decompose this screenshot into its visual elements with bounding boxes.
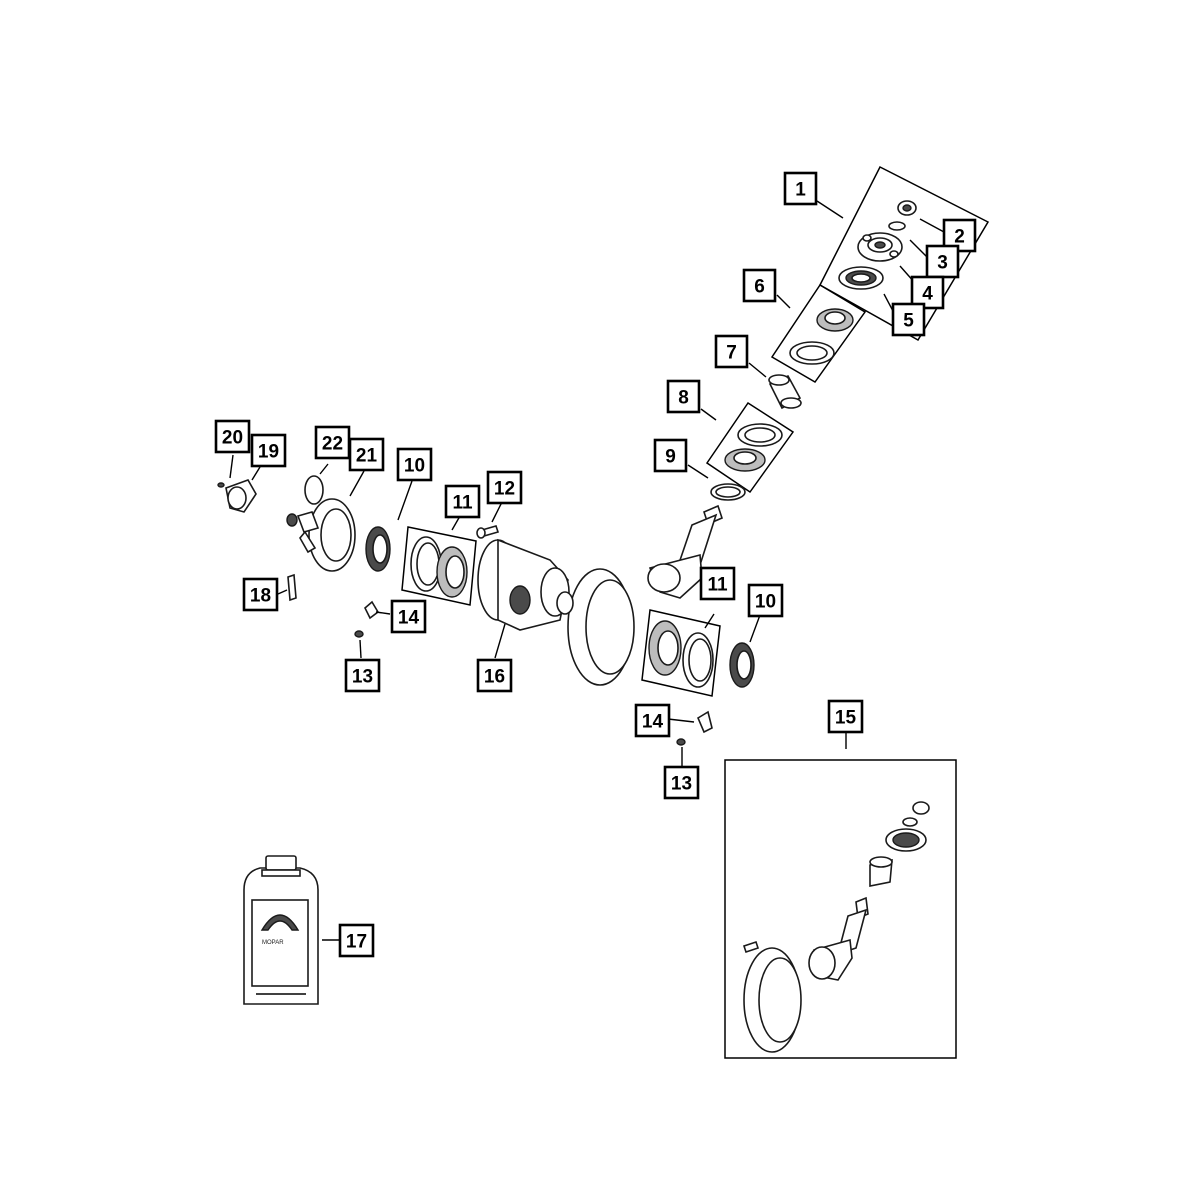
callout-1[interactable]: 1 [783, 171, 818, 206]
callout-10b-label: 10 [755, 592, 776, 613]
differential-bearing-right-part[interactable] [648, 620, 714, 688]
callout-16-label: 16 [484, 667, 505, 688]
callout-18-label: 18 [250, 586, 271, 607]
callout-7-label: 7 [726, 343, 737, 364]
callout-4-label: 4 [922, 284, 933, 305]
callout-10a[interactable]: 10 [396, 447, 433, 482]
callout-2-label: 2 [954, 227, 965, 248]
callout-15-label: 15 [835, 708, 857, 729]
ring-gear-bolt-part[interactable] [476, 525, 500, 539]
o-ring-part[interactable] [304, 475, 324, 505]
callout-11b[interactable]: 11 [699, 566, 736, 601]
connector-cover-part[interactable] [225, 479, 257, 513]
cover-screw-part[interactable] [217, 482, 225, 488]
locker-actuator-part[interactable] [286, 498, 356, 572]
differential-case-part[interactable] [477, 538, 574, 631]
callout-13b[interactable]: 13 [663, 765, 700, 800]
bracket-clip-right-part[interactable] [696, 710, 713, 734]
callout-9-label: 9 [665, 447, 676, 468]
pinion-flange-part[interactable] [857, 232, 903, 262]
nut-left-part[interactable] [354, 630, 364, 638]
callout-13a-label: 13 [352, 667, 373, 688]
differential-shim-left-part[interactable] [365, 526, 391, 572]
callout-21[interactable]: 21 [348, 437, 385, 472]
nut-right-part[interactable] [676, 738, 686, 746]
collapsible-spacer-part[interactable] [768, 374, 802, 410]
callout-11b-label: 11 [707, 575, 728, 596]
kit-11-right-frame [641, 609, 721, 697]
kit-8-frame [705, 401, 795, 494]
callout-9[interactable]: 9 [653, 438, 688, 473]
pinion-gear-part[interactable] [647, 504, 723, 599]
callout-11a-label: 11 [452, 493, 473, 514]
callout-3-label: 3 [937, 253, 948, 274]
callout-14b-label: 14 [642, 712, 664, 733]
callout-20[interactable]: 20 [214, 419, 251, 454]
callout-22-label: 22 [322, 434, 343, 455]
callout-10b[interactable]: 10 [747, 583, 784, 618]
callout-13b-label: 13 [671, 774, 692, 795]
callout-18[interactable]: 18 [242, 577, 279, 612]
mopar-logo-text: MOPAR [262, 940, 284, 946]
callout-7[interactable]: 7 [714, 334, 749, 369]
callout-16[interactable]: 16 [476, 658, 513, 693]
callout-22[interactable]: 22 [314, 425, 351, 460]
ring-gear-part[interactable] [567, 568, 635, 686]
callout-19-label: 19 [258, 442, 279, 463]
callout-12-label: 12 [494, 479, 515, 500]
callout-3[interactable]: 3 [925, 244, 960, 279]
roll-pin-part[interactable] [287, 573, 297, 602]
callout-17[interactable]: 17 [338, 923, 375, 958]
callout-13a[interactable]: 13 [344, 658, 381, 693]
kit-6-frame [770, 283, 867, 383]
pinion-seal-part[interactable] [838, 266, 884, 290]
callout-19[interactable]: 19 [250, 433, 287, 468]
callout-8[interactable]: 8 [666, 379, 701, 414]
pinion-nut-part[interactable] [897, 200, 917, 216]
callout-12[interactable]: 12 [486, 470, 523, 505]
callout-15[interactable]: 15 [827, 699, 864, 734]
gear-oil-container-part[interactable]: MOPAR [243, 855, 319, 1005]
callout-14a-label: 14 [398, 608, 420, 629]
kit-1-frame [819, 165, 990, 342]
callout-8-label: 8 [678, 388, 689, 409]
callout-4[interactable]: 4 [910, 275, 945, 310]
callout-6-label: 6 [754, 277, 765, 298]
callout-1-label: 1 [795, 180, 806, 201]
leader-lines [229, 200, 945, 941]
callout-20-label: 20 [222, 428, 243, 449]
callout-14b[interactable]: 14 [634, 703, 671, 738]
ring-pinion-set-part[interactable] [742, 801, 930, 1053]
outer-pinion-bearing-part[interactable] [789, 308, 854, 365]
callout-5[interactable]: 5 [891, 302, 926, 337]
callout-11a[interactable]: 11 [444, 484, 481, 519]
callout-17-label: 17 [346, 932, 367, 953]
kit-15-frame [724, 759, 957, 1059]
callout-14a[interactable]: 14 [390, 599, 427, 634]
inner-pinion-bearing-part[interactable] [724, 423, 783, 472]
kit-11-left-frame [401, 526, 477, 606]
washer-part[interactable] [888, 221, 906, 231]
pinion-shim-part[interactable] [710, 483, 746, 501]
bracket-clip-left-part[interactable] [364, 600, 380, 620]
callout-10a-label: 10 [404, 456, 425, 477]
callout-21-label: 21 [356, 446, 378, 467]
callout-5-label: 5 [903, 311, 914, 332]
differential-bearing-left-part[interactable] [410, 536, 468, 598]
callout-6[interactable]: 6 [742, 268, 777, 303]
differential-shim-right-part[interactable] [729, 642, 755, 688]
